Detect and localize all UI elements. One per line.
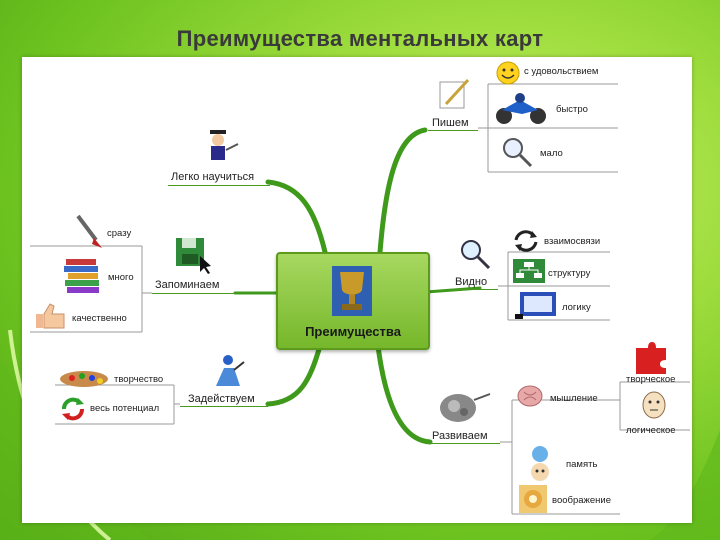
branch-write-label: Пишем (432, 117, 469, 129)
face-profile-icon (642, 391, 666, 419)
branch-see-label: Видно (455, 276, 488, 288)
teacher-icon (210, 130, 239, 160)
develop-sub-2: логическое (626, 425, 676, 436)
writing-icon (439, 78, 470, 109)
brain-icon (517, 385, 543, 407)
slide-title: Преимущества ментальных карт (176, 26, 544, 51)
develop-sub-1: творческое (626, 374, 676, 385)
remember-item-2: много (108, 272, 134, 283)
remember-item-3: качественно (72, 313, 127, 324)
smiley-icon (496, 61, 520, 85)
branch-learn-label: Легко научиться (171, 171, 255, 183)
see-item-2: структуру (548, 268, 591, 279)
brain-gears-icon (440, 393, 491, 422)
center-label: Преимущества (305, 324, 401, 339)
puzzle-icon (636, 342, 666, 374)
engage-item-1: творчество (114, 374, 164, 385)
palette-icon (60, 371, 108, 387)
magnifier-icon (461, 240, 491, 270)
see-item-3: логику (562, 302, 591, 313)
magnifier-icon (503, 138, 533, 168)
memory-figure-icon (531, 446, 549, 481)
logic-screen-icon (515, 292, 556, 319)
develop-item-2: память (566, 459, 598, 470)
structure-chart-icon (513, 259, 545, 283)
refresh-cycle-icon (62, 397, 84, 421)
books-icon (64, 259, 99, 293)
develop-item-3: воображение (552, 495, 611, 506)
write-item-3: мало (540, 148, 563, 159)
thumbs-up-icon (36, 303, 65, 329)
write-item-1: с удовольствием (524, 66, 599, 77)
floppy-disk-icon (176, 238, 211, 274)
motorcycle-icon (496, 93, 546, 124)
engage-figure-icon (216, 355, 245, 386)
brush-icon (76, 214, 102, 248)
write-item-2: быстро (556, 104, 588, 115)
remember-item-1: сразу (107, 228, 132, 239)
trophy-icon (332, 266, 372, 316)
see-item-1: взаимосвязи (544, 236, 601, 247)
imagination-icon (519, 485, 547, 513)
center-node: Преимущества (276, 252, 430, 350)
branch-remember-label: Запоминаем (155, 279, 220, 291)
arrows-cycle-icon (514, 230, 538, 252)
engage-item-2: весь потенциал (90, 403, 160, 414)
branch-develop-label: Развиваем (432, 430, 488, 442)
branch-engage-label: Задействуем (188, 393, 255, 405)
develop-item-1: мышление (550, 393, 598, 404)
